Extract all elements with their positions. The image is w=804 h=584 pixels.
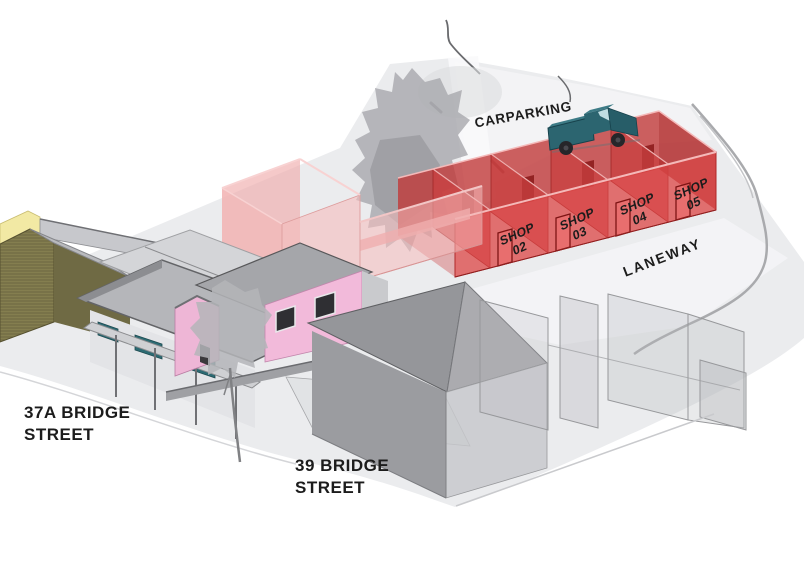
- shops-top-rims: [397, 110, 717, 278]
- truck-bed-rim: [548, 113, 596, 128]
- rim-front: [454, 151, 717, 220]
- massing-base-line: [455, 413, 715, 507]
- boundary-wall-strip: [166, 357, 334, 401]
- edge: [359, 185, 483, 223]
- shop-number: 04: [631, 209, 648, 229]
- massing-east: [455, 293, 747, 507]
- massing-panel: [607, 293, 689, 421]
- edge: [221, 187, 283, 225]
- house-windows: [275, 290, 336, 334]
- massing-panel: [559, 295, 599, 429]
- gable-shadow: [78, 260, 162, 302]
- house-window: [275, 304, 296, 334]
- shop-number: 02: [511, 239, 528, 259]
- truck-cab-roof: [584, 104, 614, 114]
- massing-floor-line: [547, 344, 741, 391]
- boundary-wall-top: [165, 356, 335, 393]
- building-39: [285, 280, 747, 507]
- truck-bed: [547, 116, 595, 151]
- rim-partition: [490, 153, 549, 196]
- tree-house: [190, 280, 272, 463]
- edge: [299, 158, 361, 196]
- front-wall: [312, 331, 446, 498]
- tree-branch: [223, 371, 232, 396]
- address-39-line2: STREET: [295, 478, 365, 497]
- edge: [221, 158, 301, 189]
- shop-door: [675, 182, 691, 221]
- tree-canopy: [190, 280, 272, 378]
- shop-number: 05: [685, 194, 702, 214]
- truck-hub-rear: [563, 145, 569, 151]
- massing-panel: [699, 359, 747, 431]
- shop-number: 03: [571, 224, 588, 244]
- edge: [359, 243, 483, 281]
- wall-base-edge: [311, 433, 447, 499]
- house-window: [314, 290, 336, 321]
- laneway-surface: [468, 218, 788, 345]
- pickup-truck: [547, 104, 641, 155]
- rim-end: [658, 110, 717, 153]
- truck-hub-front: [615, 137, 621, 143]
- base-front: [454, 209, 717, 278]
- kerb-curve-east: [633, 103, 769, 356]
- tree-trunk: [228, 367, 242, 463]
- address-37a: 37A BRIDGE STREET: [24, 403, 130, 444]
- truck-hood: [607, 107, 639, 137]
- driveway-centerline: [445, 19, 481, 75]
- footpath-curve: [0, 371, 297, 465]
- massing-panel: [479, 299, 549, 431]
- address-39-line1: 39 BRIDGE: [295, 456, 389, 475]
- address-37a-line2: STREET: [24, 425, 94, 444]
- address-39: 39 BRIDGE STREET: [295, 456, 389, 497]
- address-37a-line1: 37A BRIDGE: [24, 403, 130, 422]
- carpark-edge-line: [557, 75, 572, 103]
- olive-building-gable: [0, 228, 55, 343]
- kerb-curve-inner: [699, 115, 754, 199]
- massing-panel: [687, 313, 745, 429]
